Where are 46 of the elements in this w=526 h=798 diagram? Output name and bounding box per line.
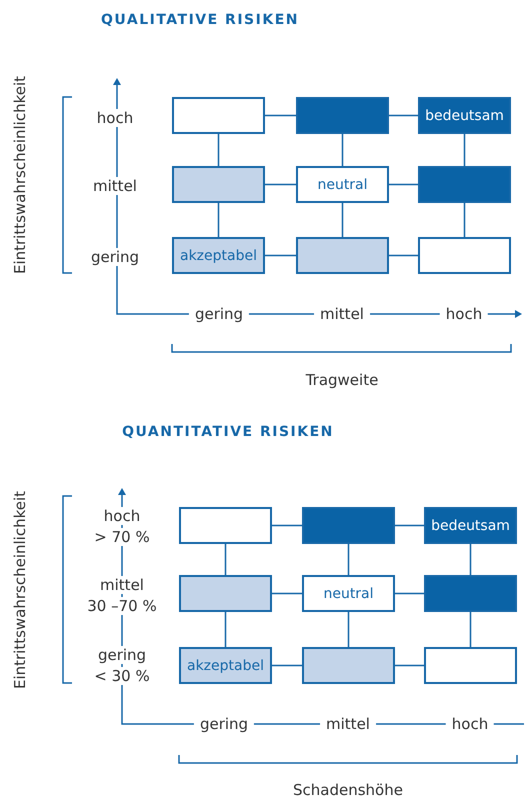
empty-risk-cell — [296, 237, 389, 274]
connector-line — [389, 114, 418, 116]
axis-label: gering — [194, 715, 254, 733]
connector-line — [389, 254, 418, 256]
connector-line — [395, 592, 424, 594]
section-heading: QUALITATIVE RISIKEN — [101, 12, 299, 28]
connector-line — [218, 203, 220, 237]
connector-line — [470, 612, 472, 647]
risk-cell: bedeutsam — [424, 507, 517, 544]
risk-cell: akzeptabel — [172, 237, 265, 274]
empty-risk-cell — [179, 575, 272, 612]
axis-label: gering — [188, 305, 250, 323]
empty-risk-cell — [179, 507, 272, 544]
connector-line — [265, 184, 296, 186]
risk-cell: bedeutsam — [418, 97, 511, 134]
empty-risk-cell — [172, 166, 265, 203]
connector-line — [342, 134, 344, 166]
connector-line — [272, 664, 302, 666]
connector-line — [348, 544, 350, 575]
empty-risk-cell — [418, 237, 511, 274]
empty-risk-cell — [418, 166, 511, 203]
risk-cell: neutral — [302, 575, 395, 612]
connector-line — [470, 544, 472, 575]
connector-line — [389, 184, 418, 186]
empty-risk-cell — [424, 647, 517, 684]
connector-line — [224, 544, 226, 575]
empty-risk-cell — [296, 97, 389, 134]
risk-cell: neutral — [296, 166, 389, 203]
connector-line — [348, 612, 350, 647]
empty-risk-cell — [302, 507, 395, 544]
connector-line — [218, 134, 220, 166]
empty-risk-cell — [424, 575, 517, 612]
empty-risk-cell — [302, 647, 395, 684]
risk-cell: akzeptabel — [179, 647, 272, 684]
connector-line — [395, 664, 424, 666]
connector-line — [224, 612, 226, 647]
connector-line — [265, 254, 296, 256]
connector-line — [265, 114, 296, 116]
connector-line — [342, 203, 344, 237]
connector-line — [395, 524, 424, 526]
connector-line — [272, 592, 302, 594]
connector-line — [464, 203, 466, 237]
connector-line — [272, 524, 302, 526]
empty-risk-cell — [172, 97, 265, 134]
connector-line — [464, 134, 466, 166]
section-heading: QUANTITATIVE RISIKEN — [122, 424, 334, 440]
